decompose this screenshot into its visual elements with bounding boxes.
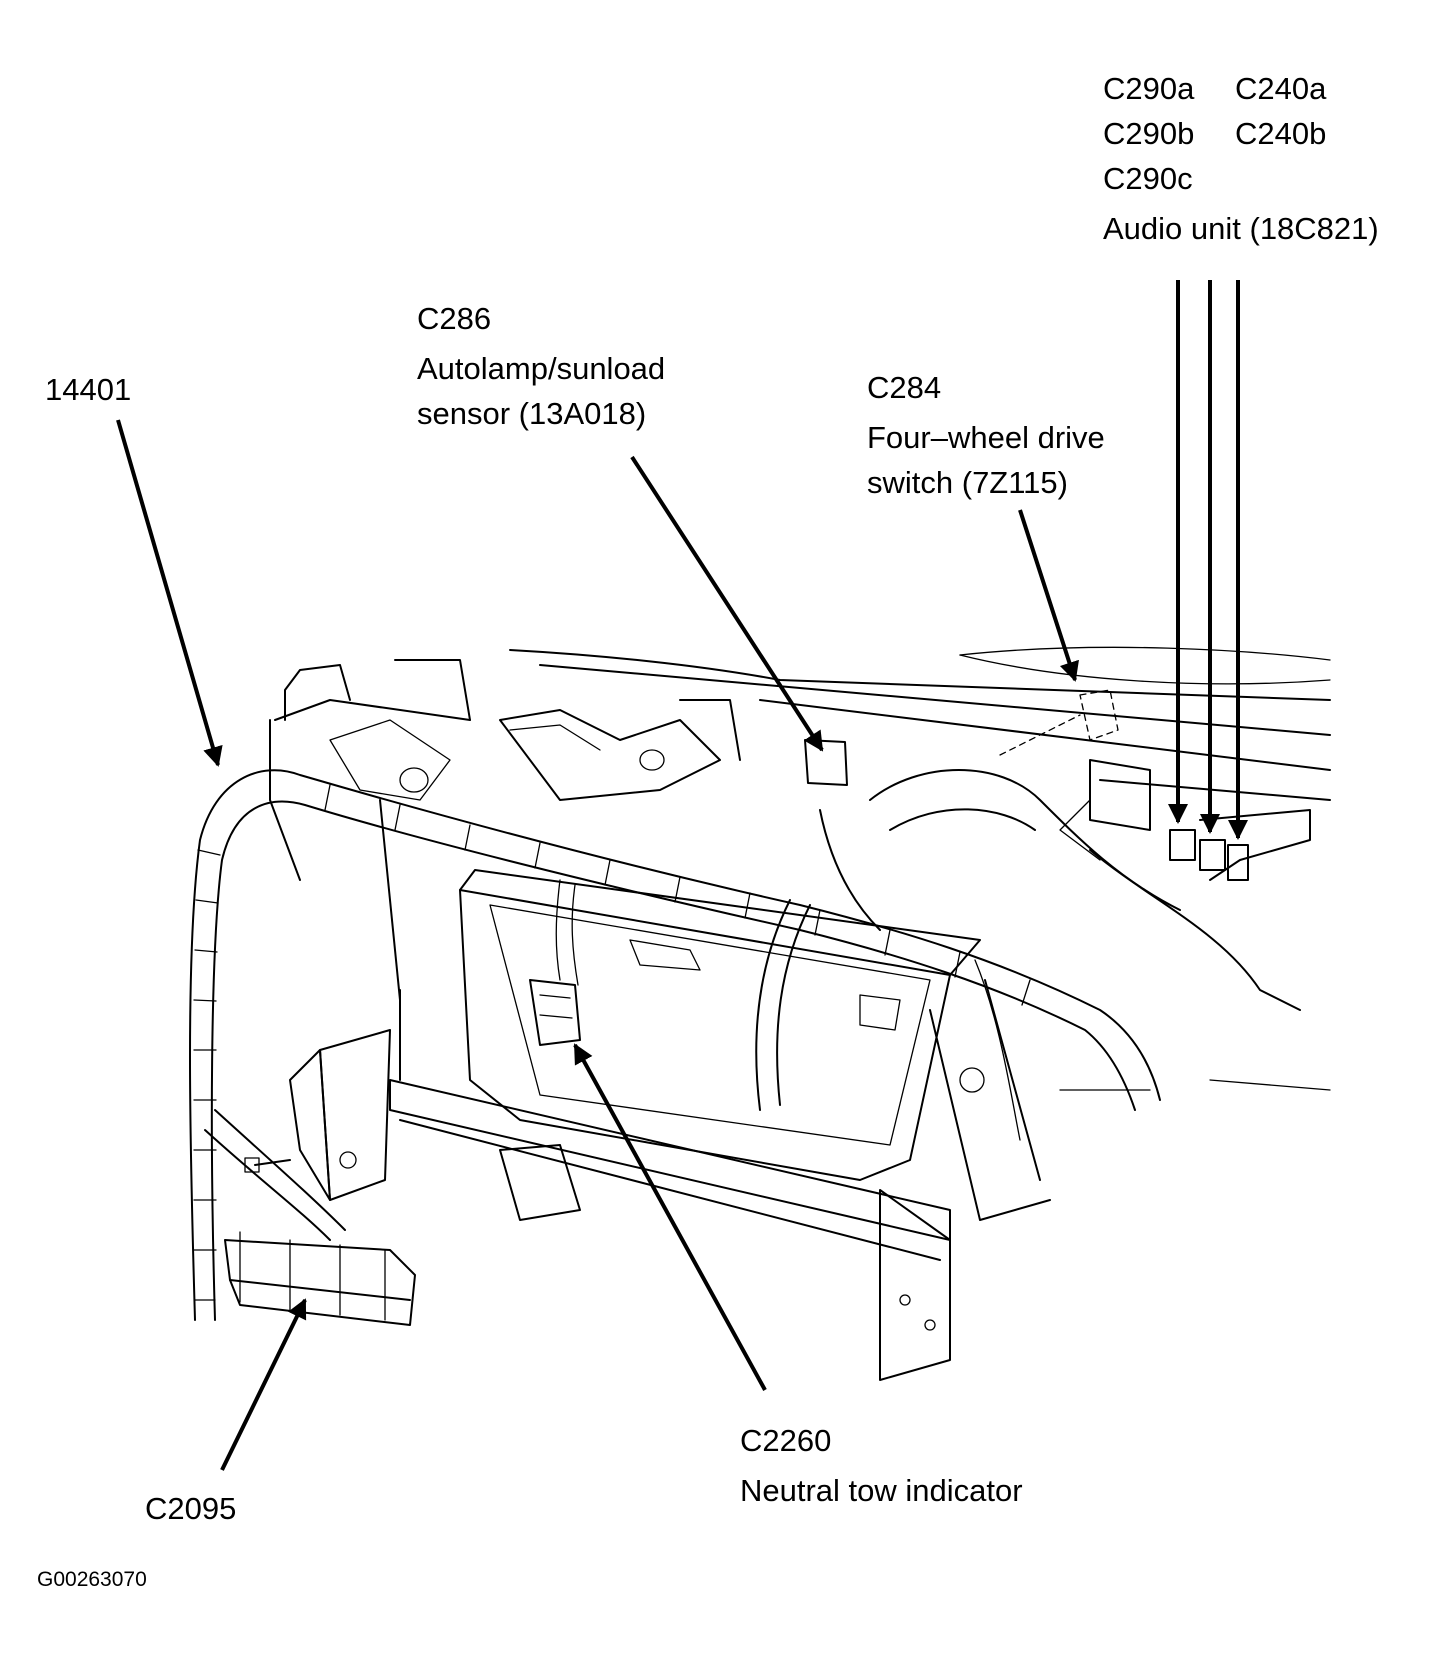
- label-c2095: C2095: [145, 1491, 237, 1526]
- label-fwd-line1: Four–wheel drive: [867, 420, 1105, 455]
- c2095-connector-body: [224, 1231, 416, 1326]
- lower-frame: [379, 799, 1051, 1381]
- label-c290c: C290c: [1103, 161, 1193, 196]
- label-c286: C286: [417, 301, 492, 336]
- label-autolamp-line2: sensor (13A018): [417, 396, 647, 431]
- figure-code: G00263070: [37, 1568, 147, 1591]
- label-c290a: C290a: [1103, 71, 1195, 106]
- audio-unit-connectors: [1169, 829, 1249, 881]
- label-c290b: C290b: [1103, 116, 1195, 151]
- glove-box: [459, 869, 1021, 1181]
- pointer-c2095: [220, 1298, 307, 1471]
- bracket: [244, 1029, 391, 1201]
- pointer-c2260: [573, 1043, 767, 1391]
- label-c240a: C240a: [1235, 71, 1327, 106]
- label-fwd-line2: switch (7Z115): [867, 465, 1068, 500]
- pointer-c284: [1018, 509, 1079, 682]
- label-c2260: C2260: [740, 1423, 832, 1458]
- c2260-connector-body: [529, 979, 581, 1046]
- label-c240b: C240b: [1235, 116, 1327, 151]
- label-c284: C284: [867, 370, 942, 405]
- label-audio-unit: Audio unit (18C821): [1103, 211, 1379, 246]
- pointer-14401: [116, 419, 223, 767]
- instrument-panel-frame: [269, 646, 1331, 1091]
- wiring-harness-14401: [189, 769, 1181, 1321]
- label-autolamp-line1: Autolamp/sunload: [417, 351, 666, 386]
- pointer-c286: [630, 455, 824, 752]
- c286-connector-body: [804, 739, 848, 786]
- label-neutral-tow: Neutral tow indicator: [740, 1473, 1023, 1508]
- label-14401: 14401: [45, 372, 132, 407]
- c284-switch-body: [999, 689, 1119, 756]
